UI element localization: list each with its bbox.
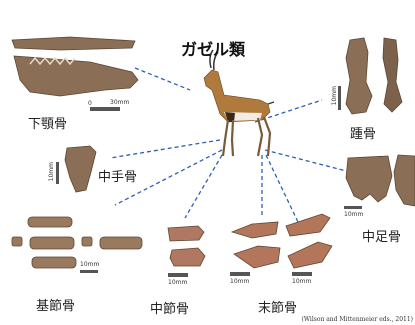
gazelle-tail [268,102,274,104]
scale-middle-phalanx: 10mm [168,279,187,286]
scale-distal-phalanx-left: 10mm [230,278,249,285]
label-mandible: 下顎骨 [28,113,67,132]
label-metacarpal: 中手骨 [98,166,137,185]
gazelle-illustration [204,50,274,156]
distal-phalanx-right-bones [286,214,332,276]
metacarpal-bone [56,146,96,192]
page-title: ガゼル類 [181,36,245,60]
connector-lines [110,68,350,222]
metatarsal-bone [344,155,415,209]
gazelle-legs [223,117,270,156]
scale-mandible: 30mm [110,99,129,106]
proximal-phalanx-bones [12,217,142,273]
label-proximal-phalanx: 基節骨 [36,295,75,314]
label-middle-phalanx: 中節骨 [150,298,189,317]
distal-phalanx-left-bones [230,222,280,276]
connector-metatarsal [265,150,350,172]
connector-distal-phalanx-right [266,155,298,222]
connector-metacarpal [110,140,220,158]
scale-distal-phalanx-right: 10mm [292,278,311,285]
middle-phalanx-bones [168,226,205,277]
label-metatarsal: 中足骨 [362,226,401,245]
scale-zero-mandible: 0 [88,100,92,107]
label-distal-phalanx: 末節骨 [258,297,297,316]
calcaneus-bone [338,38,402,114]
scale-metacarpal: 10mm [48,162,55,181]
source-credit: (Wilson and Mittenmeier eds., 2011) [302,316,413,323]
scale-calcaneus: 10mm [331,86,338,105]
label-calcaneus: 踵骨 [350,123,376,142]
connector-middle-phalanx [185,155,222,218]
scale-proximal-phalanx: 10mm [80,261,99,268]
connector-mandible [135,68,190,90]
scale-metatarsal: 10mm [344,211,363,218]
